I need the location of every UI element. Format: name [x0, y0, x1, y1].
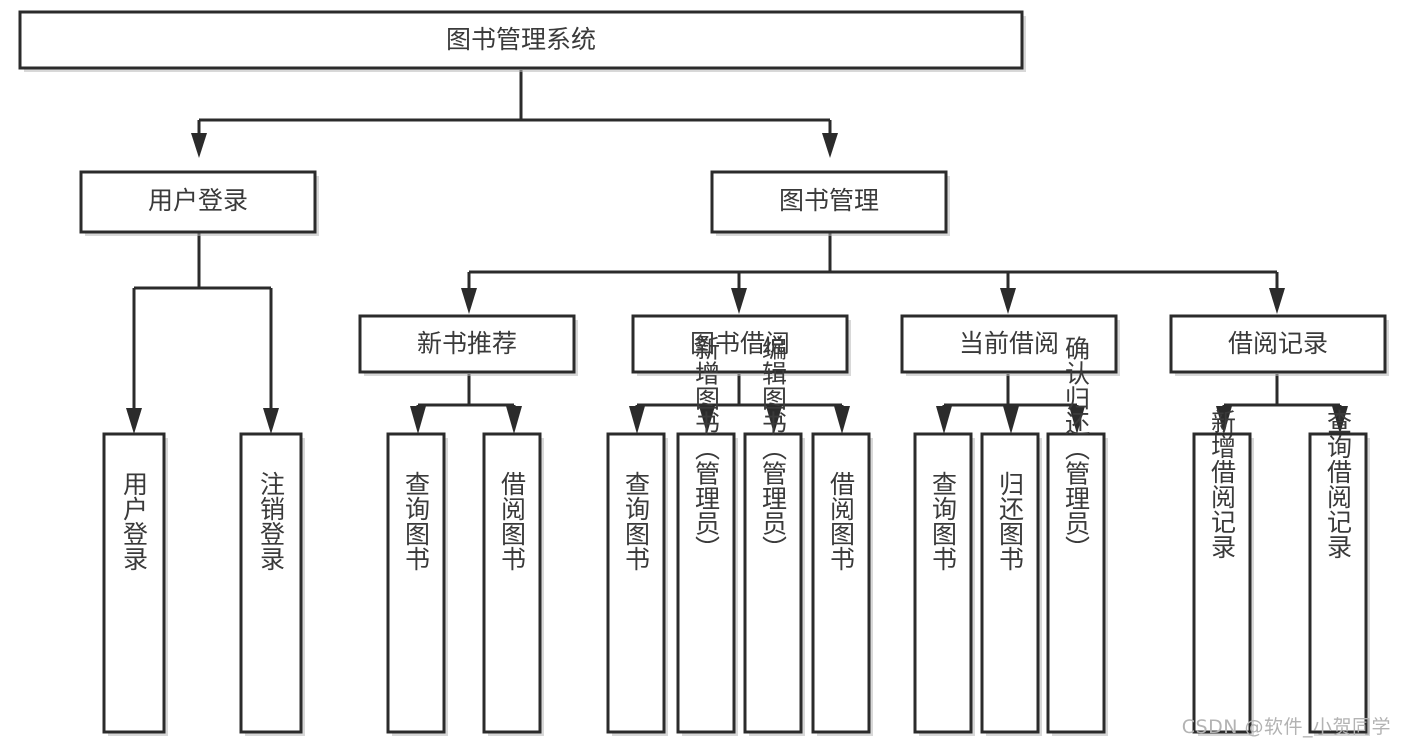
arrowhead-leaf-add-book	[699, 406, 715, 434]
node-leaf-query-book-2-label: 查询图书	[622, 471, 651, 571]
node-leaf-query-book-3-label: 查询图书	[929, 471, 958, 571]
node-book-manage-label: 图书管理	[779, 186, 879, 215]
node-root[interactable]: 图书管理系统	[18, 10, 1026, 72]
node-book-borrow-label: 图书借阅	[690, 329, 790, 358]
node-leaf-borrow-book-2-label: 借阅图书	[827, 471, 856, 571]
node-book-manage-box[interactable]	[710, 170, 948, 234]
arrowhead-user-login	[191, 133, 207, 158]
node-leaf-edit-book[interactable]: 编辑图书（管理员）	[743, 336, 805, 737]
node-book-borrow[interactable]: 图书借阅	[631, 314, 851, 376]
node-leaf-borrow-book-1-label: 借阅图书	[498, 471, 527, 571]
node-leaf-borrow-book-1[interactable]: 借阅图书	[482, 432, 544, 736]
node-leaf-user-login-label: 用户登录	[120, 471, 149, 571]
node-user-login-label: 用户登录	[148, 186, 248, 215]
arrowhead-leaf-return-book	[1003, 406, 1019, 434]
node-current-borrow[interactable]: 当前借阅	[900, 314, 1120, 376]
arrowhead-leaf-borrow-book-1	[506, 406, 522, 434]
node-leaf-add-record-label: 新增借阅记录	[1208, 409, 1237, 559]
node-new-book-recommend-label: 新书推荐	[417, 329, 517, 358]
node-leaf-query-record-box[interactable]	[1308, 432, 1368, 734]
arrowhead-book-manage	[822, 133, 838, 158]
node-leaf-user-logout-label: 注销登录	[257, 471, 286, 571]
node-leaf-borrow-book-2[interactable]: 借阅图书	[811, 432, 873, 736]
node-leaf-query-book-1[interactable]: 查询图书	[386, 432, 448, 736]
node-new-book-recommend-box[interactable]	[358, 314, 576, 374]
node-root-box[interactable]	[18, 10, 1024, 70]
arrowhead-leaf-user-login	[126, 408, 142, 434]
arrowhead-leaf-query-book-1	[410, 406, 426, 434]
node-borrow-record-label: 借阅记录	[1228, 329, 1328, 358]
node-leaf-edit-book-box[interactable]	[743, 432, 803, 734]
node-book-manage[interactable]: 图书管理	[710, 170, 950, 236]
node-user-login-box[interactable]	[79, 170, 317, 234]
node-leaf-borrow-book-1-box[interactable]	[482, 432, 542, 734]
arrowhead-leaf-add-record	[1216, 406, 1232, 434]
arrowhead-book-borrow	[731, 288, 747, 314]
node-leaf-add-record-box[interactable]	[1192, 432, 1252, 734]
node-leaf-borrow-book-2-box[interactable]	[811, 432, 871, 734]
node-leaf-user-logout[interactable]: 注销登录	[239, 432, 305, 736]
node-leaf-user-logout-box[interactable]	[239, 432, 303, 734]
node-leaf-user-login[interactable]: 用户登录	[102, 432, 168, 736]
node-leaf-edit-book-label: 编辑图书（管理员）	[759, 336, 788, 561]
node-leaf-user-login-box[interactable]	[102, 432, 166, 734]
arrowhead-new-book-recommend	[461, 288, 477, 314]
node-current-borrow-box[interactable]	[900, 314, 1118, 374]
node-leaf-confirm-return-box[interactable]	[1046, 432, 1106, 734]
node-leaf-query-book-1-box[interactable]	[386, 432, 446, 734]
node-leaf-add-record[interactable]: 新增借阅记录	[1192, 409, 1254, 736]
node-borrow-record-box[interactable]	[1169, 314, 1387, 374]
node-current-borrow-label: 当前借阅	[959, 329, 1059, 358]
node-leaf-return-book-label: 归还图书	[996, 471, 1025, 571]
arrowhead-leaf-query-record	[1332, 406, 1348, 434]
node-new-book-recommend[interactable]: 新书推荐	[358, 314, 578, 376]
node-root-label: 图书管理系统	[446, 25, 596, 54]
node-leaf-add-book-label: 新增图书（管理员）	[692, 336, 721, 561]
node-leaf-query-record-label: 查询借阅记录	[1324, 409, 1353, 559]
node-leaf-query-book-1-label: 查询图书	[402, 471, 431, 571]
node-leaf-return-book[interactable]: 归还图书	[980, 432, 1042, 736]
arrowhead-leaf-query-book-2	[629, 406, 645, 434]
arrowhead-borrow-record	[1269, 288, 1285, 314]
node-leaf-query-record[interactable]: 查询借阅记录	[1308, 409, 1370, 736]
arrowhead-leaf-query-book-3	[936, 406, 952, 434]
node-leaf-query-book-3[interactable]: 查询图书	[913, 432, 975, 736]
node-leaf-add-book-box[interactable]	[676, 432, 736, 734]
node-leaf-query-book-2[interactable]: 查询图书	[606, 432, 668, 736]
connector-layer	[126, 70, 1348, 434]
node-borrow-record[interactable]: 借阅记录	[1169, 314, 1389, 376]
watermark-text: CSDN @软件_小贺同学	[1181, 716, 1391, 738]
node-leaf-return-book-box[interactable]	[980, 432, 1040, 734]
node-leaf-confirm-return[interactable]: 确认归还（管理员）	[1046, 336, 1108, 737]
node-user-login[interactable]: 用户登录	[79, 170, 319, 236]
arrowhead-leaf-user-logout	[263, 408, 279, 434]
node-book-borrow-box[interactable]	[631, 314, 849, 374]
node-leaf-add-book[interactable]: 新增图书（管理员）	[676, 336, 738, 737]
arrowhead-current-borrow	[1000, 288, 1016, 314]
node-leaf-query-book-2-box[interactable]	[606, 432, 666, 734]
node-leaf-confirm-return-label: 确认归还（管理员）	[1062, 336, 1091, 561]
arrowhead-leaf-borrow-book-2	[834, 406, 850, 434]
arrowhead-leaf-confirm-return	[1069, 406, 1085, 434]
node-leaf-query-book-3-box[interactable]	[913, 432, 973, 734]
arrowhead-leaf-edit-book	[766, 406, 782, 434]
